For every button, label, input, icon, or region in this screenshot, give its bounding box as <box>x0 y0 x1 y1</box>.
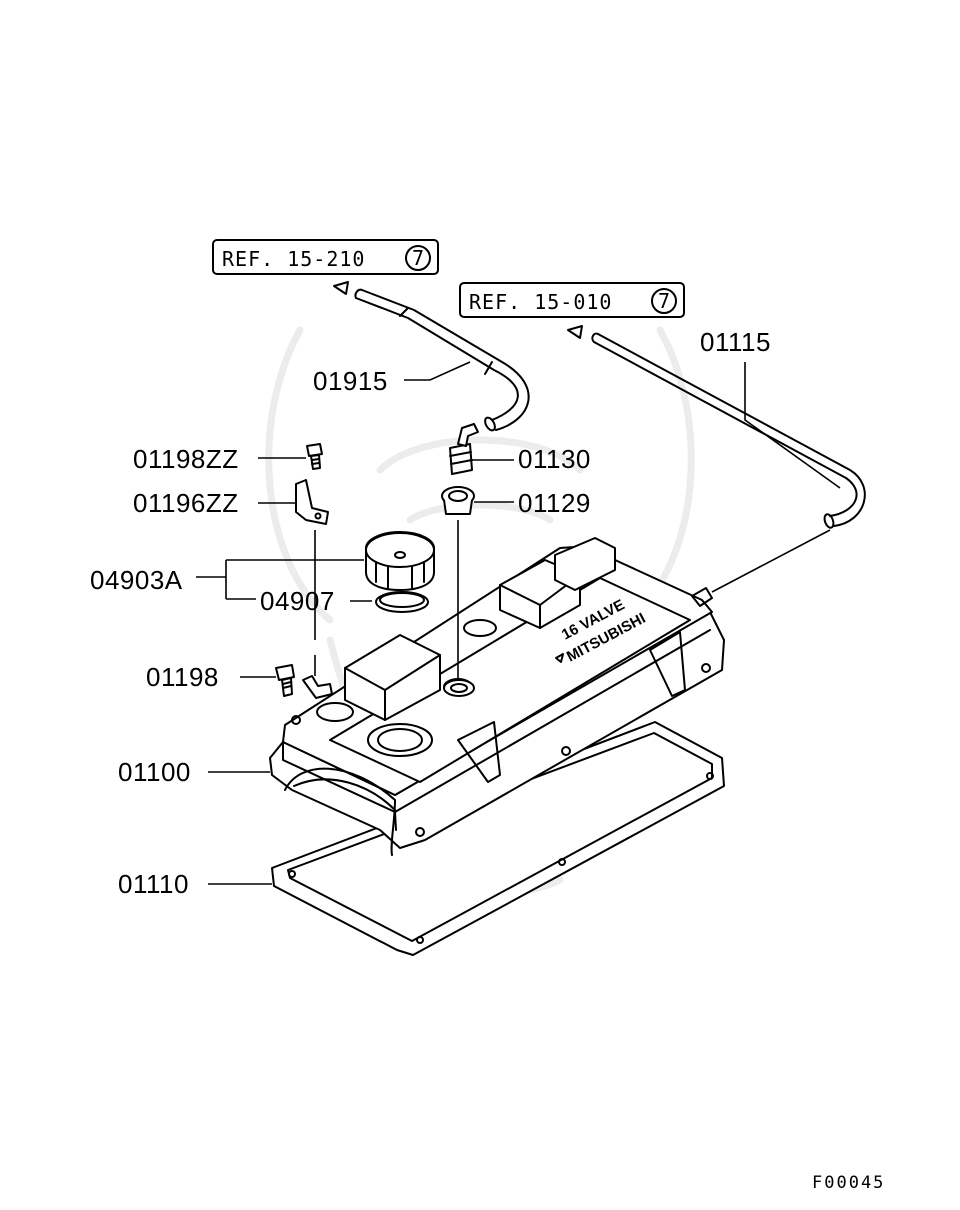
label-04903a: 04903A <box>90 565 183 595</box>
label-04907: 04907 <box>260 586 335 616</box>
rocker-cover-gasket <box>271 721 725 956</box>
reference-circled-number: 7 <box>412 246 425 270</box>
breather-hose-01115 <box>567 325 866 529</box>
label-01100: 01100 <box>118 757 191 787</box>
leader-lines <box>196 361 841 885</box>
bolt-01198 <box>275 664 295 697</box>
bracket <box>295 479 329 525</box>
pcv-valve <box>449 423 479 475</box>
label-01198zz: 01198ZZ <box>133 444 239 474</box>
pcv-grommet <box>441 486 475 515</box>
oil-filler-cap <box>365 531 435 591</box>
reference-text: REF. 15-210 <box>222 247 365 271</box>
reference-box-15-210: REF. 15-210 7 <box>212 239 439 275</box>
pcv-hose-01915 <box>333 281 530 432</box>
label-01110: 01110 <box>118 869 189 899</box>
cover-bracket-tab <box>302 675 333 699</box>
label-01198: 01198 <box>146 662 219 692</box>
rocker-cover: 16 VALVE MITSUBISHI <box>269 537 725 856</box>
reference-text: REF. 15-010 <box>469 290 612 314</box>
cover-grommet-seat <box>443 679 475 697</box>
bolt-01198zz <box>306 443 323 470</box>
label-01115: 01115 <box>700 327 771 357</box>
label-01129: 01129 <box>518 488 591 518</box>
reference-circled-number: 7 <box>658 289 671 313</box>
label-01915: 01915 <box>313 366 388 396</box>
reference-box-15-010: REF. 15-010 7 <box>459 282 685 318</box>
part-labels: 01915 01115 01198ZZ 01130 01196ZZ 01129 … <box>90 327 771 899</box>
figure-code: F00045 <box>812 1173 885 1193</box>
label-01196zz: 01196ZZ <box>133 488 239 518</box>
label-01130: 01130 <box>518 444 591 474</box>
